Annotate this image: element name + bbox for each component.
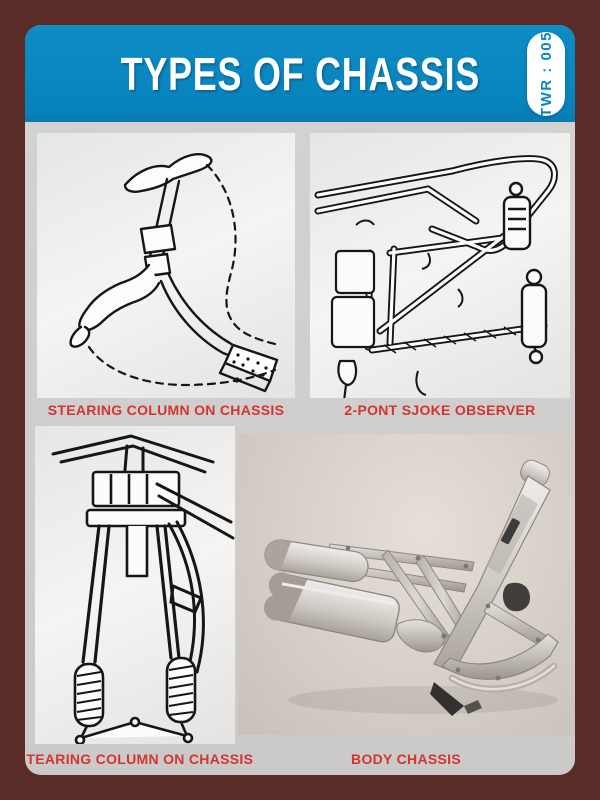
page-title: TYPES OF CHASSIS [120,47,480,100]
caption-steering-column-1: STEARING COLUMN ON CHASSIS [47,402,285,418]
tubular-frame-shocks-drawing [314,155,558,398]
front-fork-springs-drawing [51,434,235,744]
caption-steering-column-2: STEARING COLUMN ON CHASSIS [25,751,254,767]
caption-two-shock-frame: 2-PONT SJOKE OBSERVER [344,402,536,418]
code-badge: TWR : 005 [527,31,565,118]
code-badge-label: TWR : 005 [537,31,555,118]
scooter-steering-column-drawing [69,153,279,393]
illustration-steering-column-chassis-2 [35,426,235,744]
aluminium-frame-photo [263,459,559,716]
illustration-steering-column-chassis-1 [37,133,295,398]
caption-body-chassis: BODY CHASSIS [351,751,461,767]
photo-body-chassis [238,434,575,735]
header: TYPES OF CHASSIS [25,25,575,122]
illustration-two-shock-frame [310,133,570,398]
poster-card: TYPES OF CHASSIS TWR : 005 [25,25,575,775]
